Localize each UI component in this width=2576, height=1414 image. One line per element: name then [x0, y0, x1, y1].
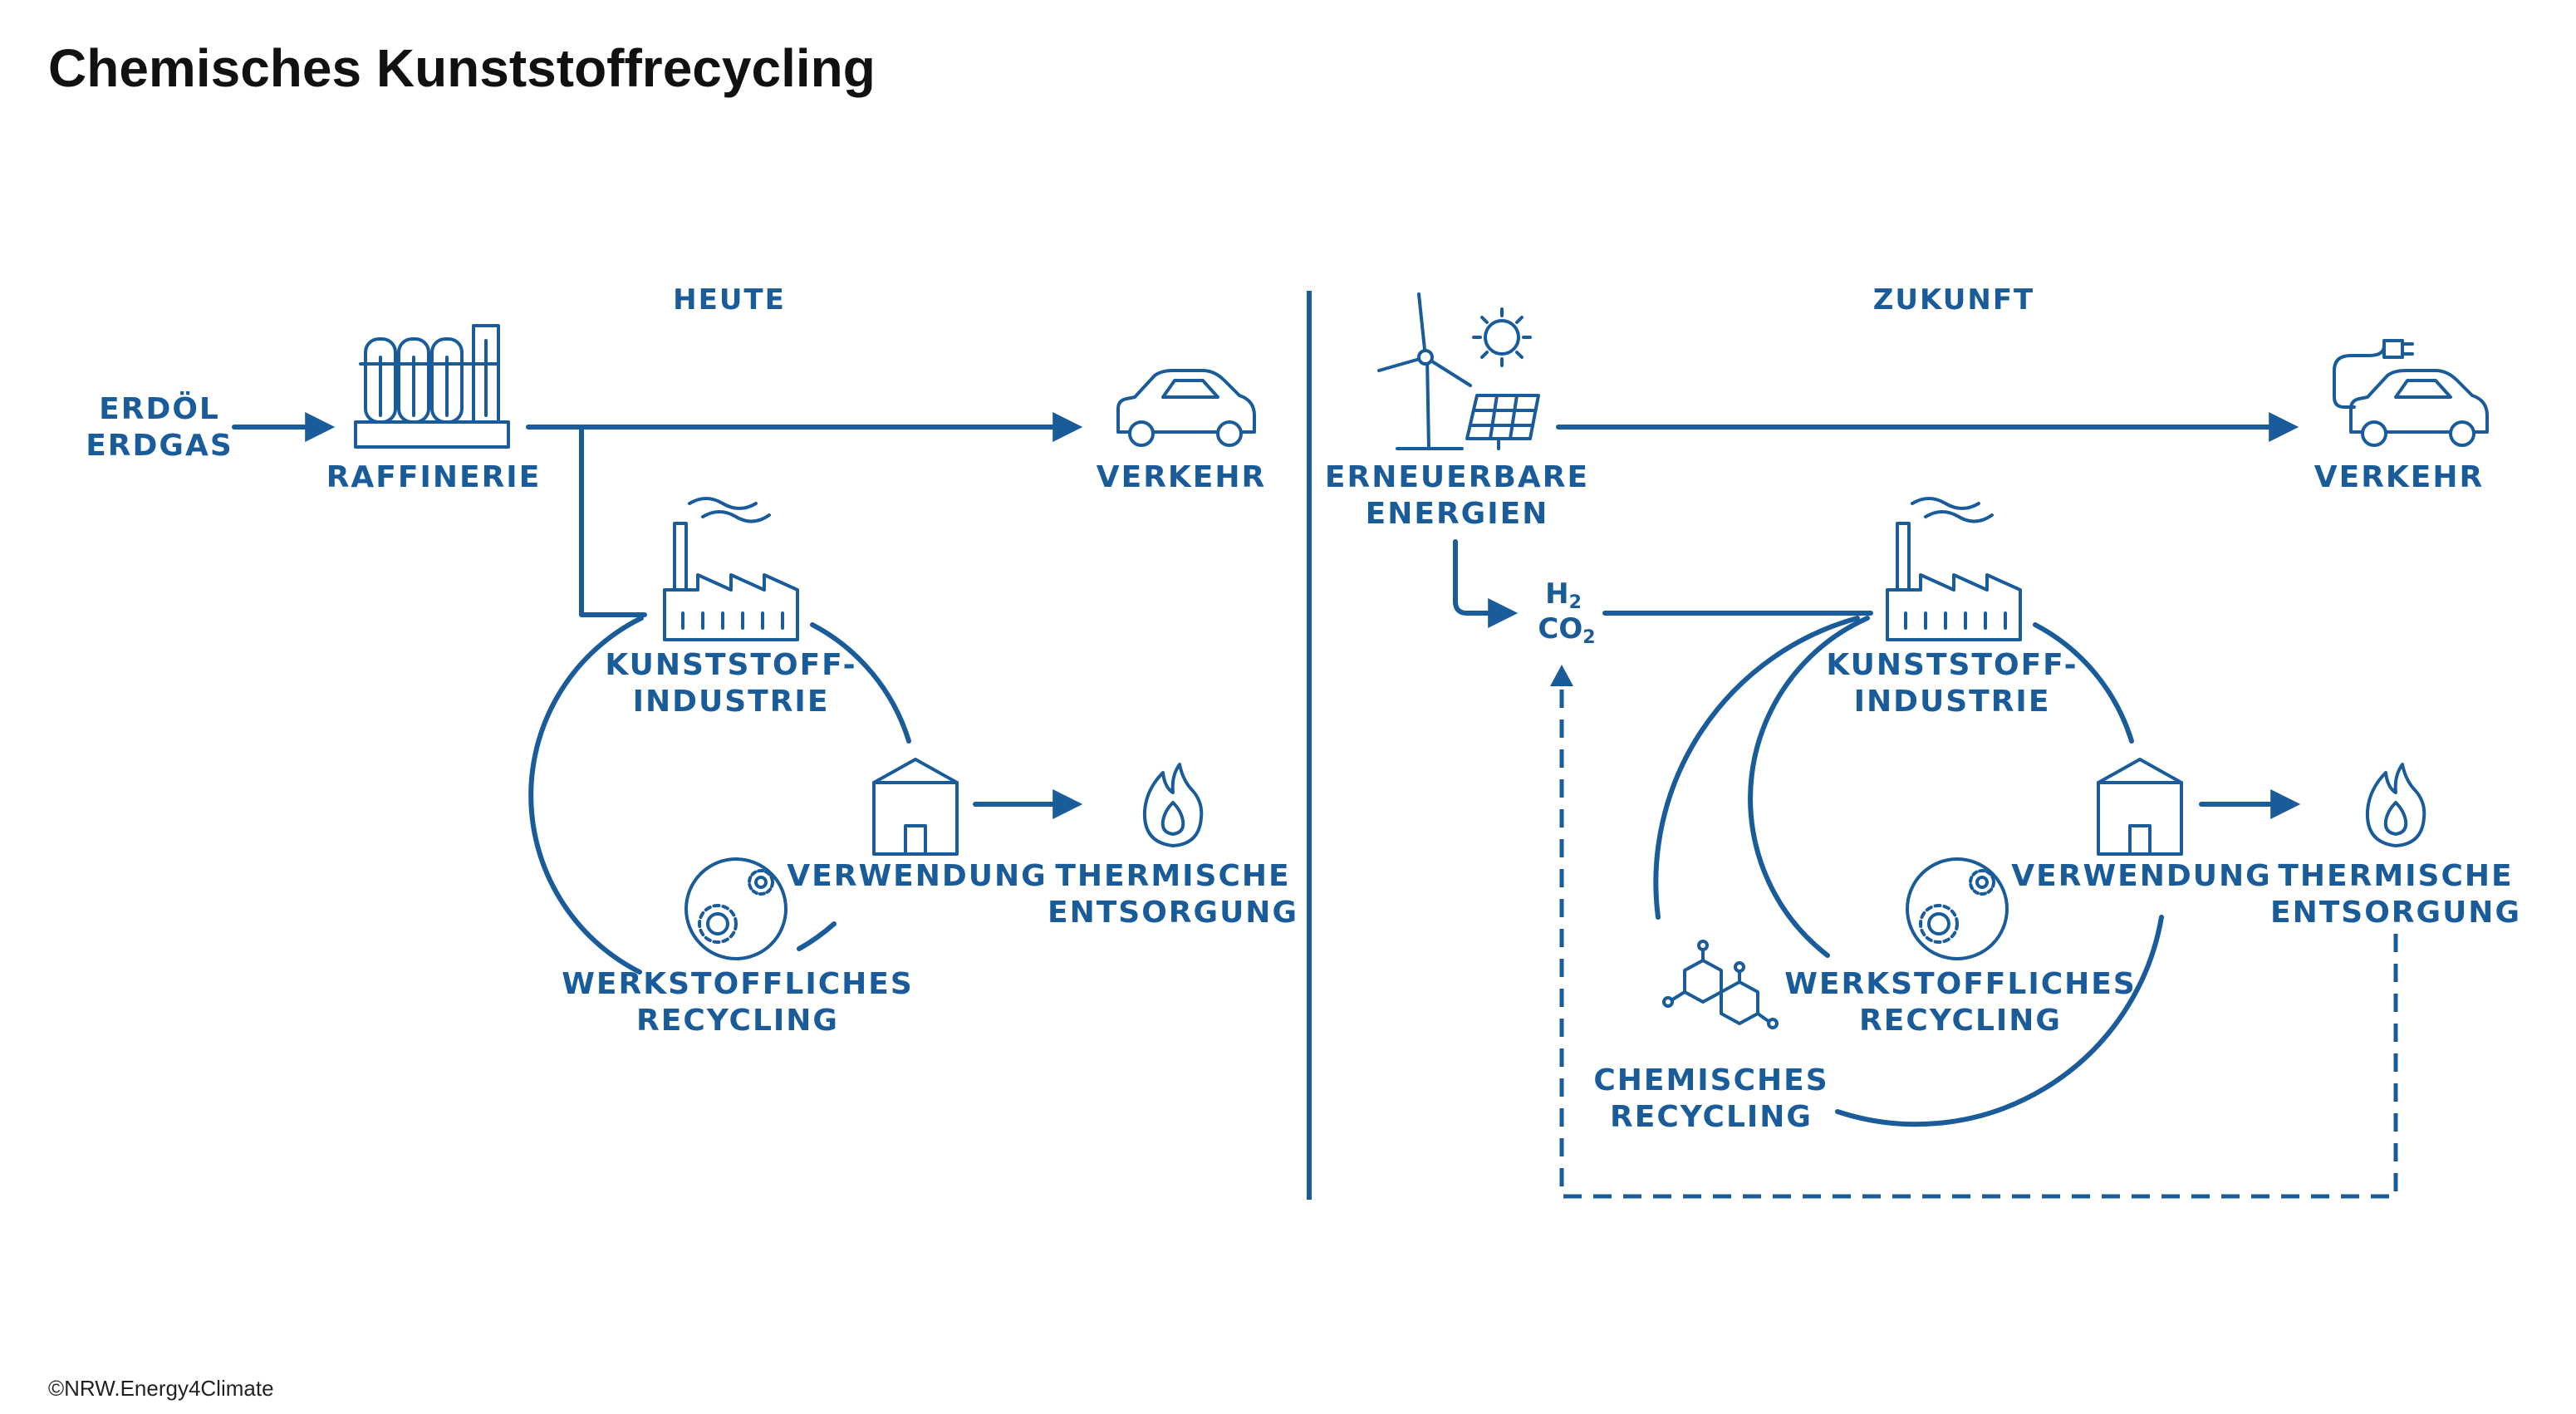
chem-recycling-label-2: RECYCLING: [1610, 1100, 1813, 1134]
mech-recycling-label-today-2: RECYCLING: [636, 1004, 839, 1038]
cycle-arc-right-top-today: [810, 622, 911, 744]
flame-icon: [2365, 763, 2426, 847]
gears-icon: [684, 857, 788, 960]
co2-label: CO2: [1538, 612, 1595, 648]
car-icon: [1116, 369, 1256, 447]
renewables-label-1: ERNEUERBARE: [1325, 460, 1589, 494]
thermal-label-future-1: THERMISCHE: [2278, 859, 2513, 893]
thermal-label-future-2: ENTSORGUNG: [2270, 896, 2521, 930]
house-icon: [2097, 758, 2183, 856]
thermal-label-today-1: THERMISCHE: [1055, 859, 1290, 893]
arrow-renewables-to-h2: [1453, 539, 1519, 628]
copyright: ©NRW.Energy4Climate: [48, 1376, 274, 1401]
dashed-return-arrowhead: [1550, 665, 1573, 686]
dashed-return-path: [1559, 675, 2398, 1199]
section-label-future: ZUKUNFT: [1873, 283, 2035, 317]
electric-car-icon: [2333, 339, 2489, 447]
cycle-arc-left-future: [1748, 616, 1870, 958]
traffic-label-today: VERKEHR: [1097, 460, 1267, 494]
cycle-arc-left-today: [528, 616, 644, 975]
thermal-label-today-2: ENTSORGUNG: [1048, 896, 1298, 930]
today-section: ERDÖL ERDGAS RAFFINERIE VERKEHR: [86, 324, 1298, 1038]
gears-icon: [1906, 857, 2009, 960]
refinery-label: RAFFINERIE: [326, 460, 542, 494]
cycle-arc-bottom-today: [797, 921, 837, 951]
industry-label-future-1: KUNSTSTOFF-: [1826, 648, 2078, 682]
future-section: ERNEUERBARE ENERGIEN VERKEHR H2 CO2: [1325, 292, 2521, 1199]
flame-icon: [1142, 763, 1204, 847]
usage-label-today: VERWENDUNG: [787, 859, 1047, 893]
usage-label-future: VERWENDUNG: [2011, 859, 2271, 893]
traffic-label-future: VERKEHR: [2314, 460, 2485, 494]
industry-label-today-1: KUNSTSTOFF-: [605, 648, 856, 682]
wind-solar-icon: [1377, 292, 1540, 450]
cycle-arc-right-top-future: [2033, 622, 2134, 744]
line-refinery-to-industry: [572, 425, 647, 617]
mech-recycling-label-today-1: WERKSTOFFLICHES: [562, 967, 914, 1001]
house-icon: [872, 758, 959, 856]
mech-recycling-label-future-1: WERKSTOFFLICHES: [1784, 967, 2137, 1001]
factory-icon: [663, 497, 799, 641]
section-label-today: HEUTE: [673, 283, 786, 317]
cycle-arc-bottom-future: [1835, 915, 2164, 1127]
industry-label-future-2: INDUSTRIE: [1854, 685, 2051, 719]
refinery-icon: [354, 324, 510, 449]
renewables-label-2: ENERGIEN: [1366, 497, 1549, 531]
mech-recycling-label-future-2: RECYCLING: [1859, 1004, 2062, 1038]
page-title: Chemisches Kunststoffrecycling: [48, 38, 876, 98]
factory-icon: [1886, 497, 2022, 641]
molecule-icon: [1662, 940, 1779, 1029]
source-label-gas: ERDGAS: [86, 429, 233, 463]
chem-recycling-label-1: CHEMISCHES: [1593, 1063, 1828, 1097]
cycle-arc-chem-outer: [1653, 616, 1860, 920]
h2-label: H2: [1545, 577, 1582, 613]
industry-label-today-2: INDUSTRIE: [633, 685, 830, 719]
source-label-oil: ERDÖL: [99, 391, 220, 426]
